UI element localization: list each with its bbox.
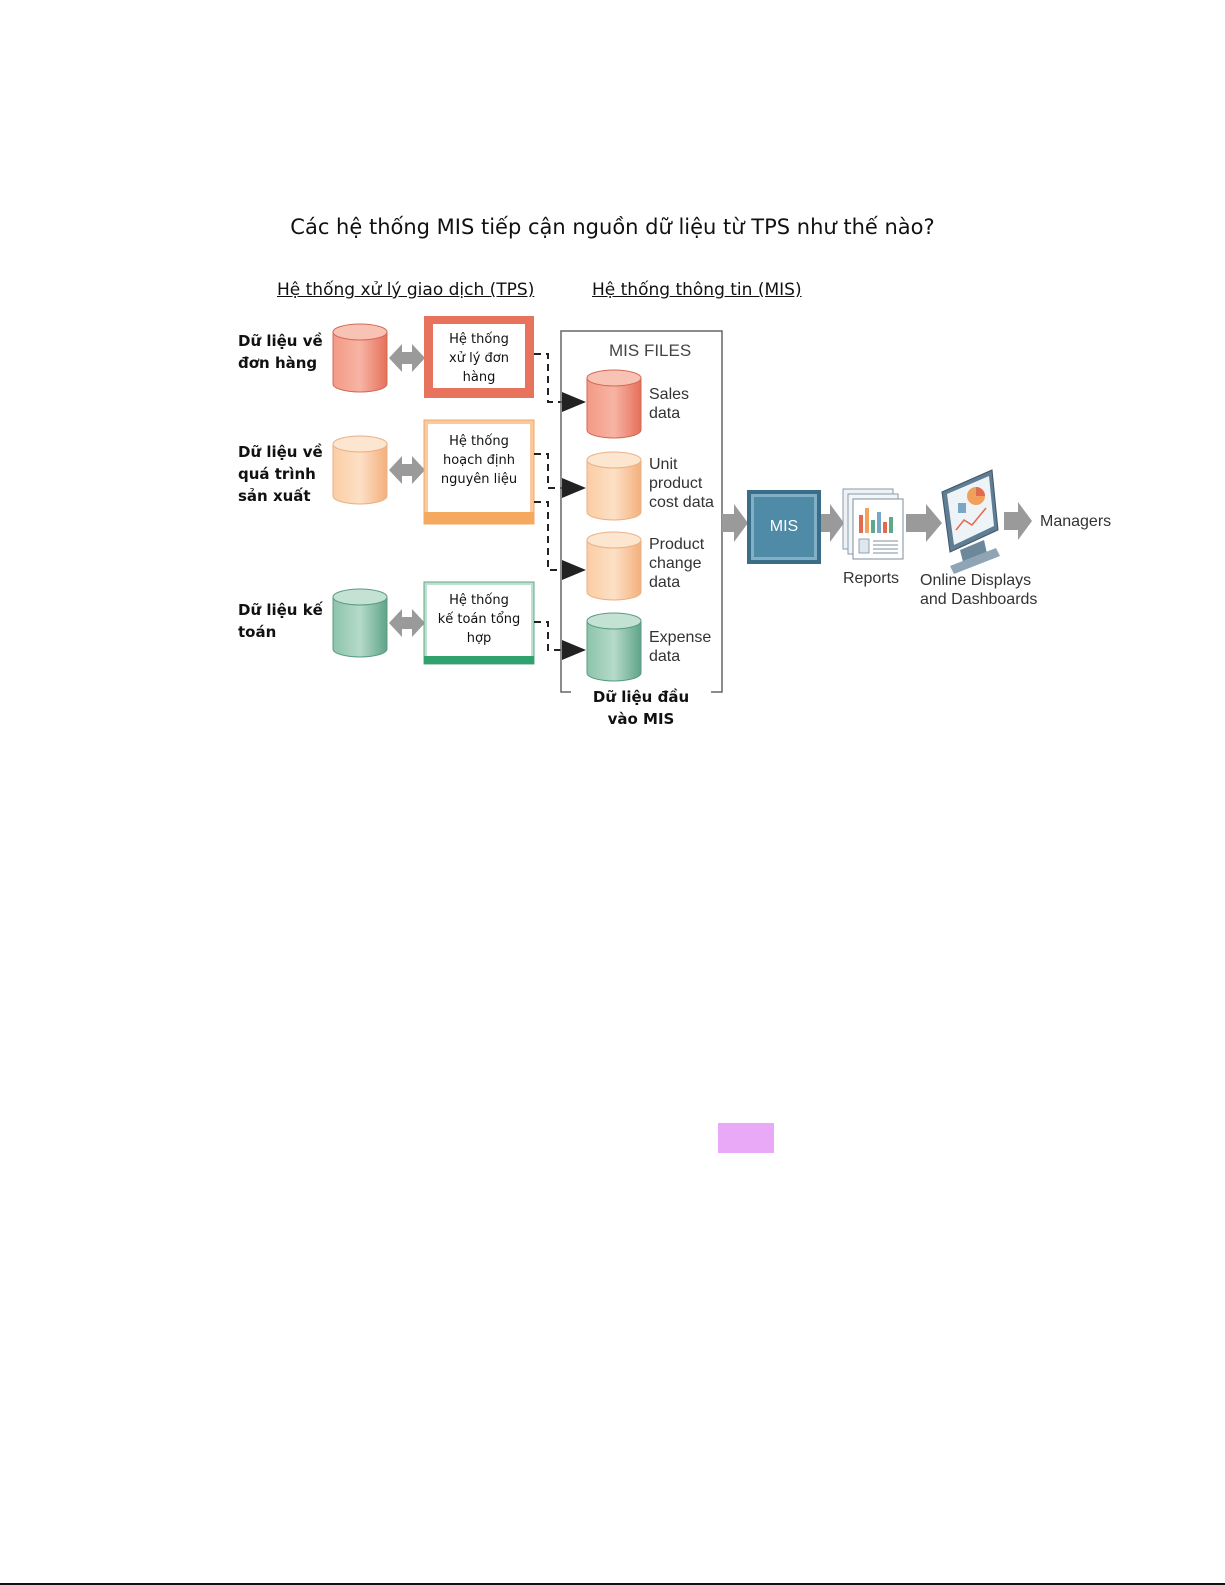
source-label-production: Dữ liệu về quá trình sản xuất [238, 443, 323, 505]
system-general-accounting: Hệ thống kế toán tổng hợp [427, 585, 531, 655]
reports-label: Reports [843, 570, 900, 587]
mis-files-title: MIS FILES [609, 341, 692, 360]
double-arrow-icon [389, 344, 425, 637]
displays-label: Online Displays and Dashboards [920, 572, 1038, 608]
system-order-processing: Hệ thống xử lý đơn hàng [433, 324, 525, 388]
cylinder-unit-cost-data [586, 451, 642, 521]
cylinder-orders [332, 323, 388, 393]
cylinder-expense-data [586, 612, 642, 682]
source-label-orders: Dữ liệu về đơn hàng [238, 332, 323, 372]
diagram-graphics [332, 316, 1032, 693]
file-label-unit-cost: Unit product cost data [649, 456, 714, 511]
cylinder-production [332, 435, 388, 505]
right-arrow-icon [722, 502, 1032, 542]
page-bottom-rule [0, 1583, 1225, 1585]
source-label-accounting: Dữ liệu kế toán [238, 601, 323, 641]
monitor-dashboard-icon [941, 469, 1000, 574]
cylinder-sales-data [586, 369, 642, 439]
cylinder-product-change-data [586, 531, 642, 601]
report-pages-icon [842, 488, 904, 560]
managers-label: Managers [1040, 513, 1112, 530]
mis-header: Hệ thống thông tin (MIS) [592, 280, 802, 300]
diagram-title: Các hệ thống MIS tiếp cận nguồn dữ liệu … [290, 215, 935, 239]
tps-header: Hệ thống xử lý giao dịch (TPS) [277, 280, 535, 300]
file-label-product-change: Product change data [649, 536, 705, 591]
file-label-sales: Sales data [649, 386, 690, 422]
mis-node: MIS [747, 490, 821, 564]
cylinder-accounting [332, 588, 388, 658]
system-material-planning: Hệ thống hoạch định nguyên liệu [428, 424, 530, 512]
highlight-swatch [718, 1123, 774, 1153]
mis-input-caption: Dữ liệu đầu vào MIS [571, 686, 711, 730]
file-label-expense: Expense data [649, 629, 712, 665]
